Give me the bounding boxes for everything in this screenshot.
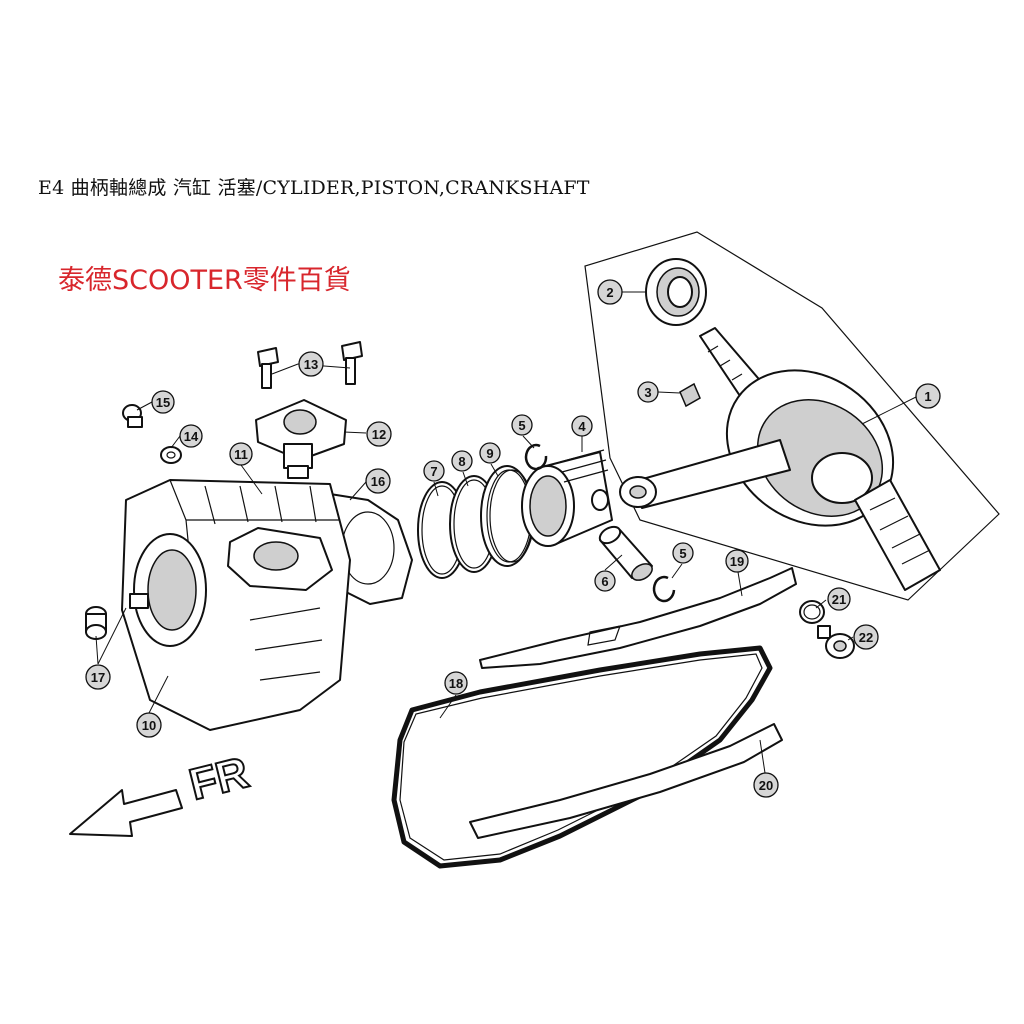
piston-part xyxy=(521,449,613,547)
callout-14: 14 xyxy=(179,424,203,448)
svg-text:7: 7 xyxy=(430,464,437,479)
bolts-part xyxy=(257,341,363,389)
svg-text:19: 19 xyxy=(730,554,744,569)
callout-11: 11 xyxy=(229,442,253,466)
svg-text:12: 12 xyxy=(372,427,386,442)
svg-text:6: 6 xyxy=(601,574,608,589)
callout-21: 21 xyxy=(827,587,851,611)
svg-text:22: 22 xyxy=(859,630,873,645)
woodruff-key-part xyxy=(679,382,701,408)
callout-18: 18 xyxy=(444,671,468,695)
front-direction-label: FR xyxy=(185,748,254,810)
sealing-bolt-part xyxy=(817,625,855,659)
svg-text:14: 14 xyxy=(184,429,199,444)
leader-lines xyxy=(95,291,919,774)
piston-pin-part xyxy=(598,525,653,581)
dowel-pin-part xyxy=(85,606,107,640)
callout-17: 17 xyxy=(85,664,111,690)
callout-1: 1 xyxy=(915,383,941,409)
bearing-part xyxy=(645,258,707,326)
piston-clip-part xyxy=(524,443,548,471)
callout-10: 10 xyxy=(136,712,162,738)
shop-watermark: 泰德SCOOTER零件百貨 xyxy=(58,265,351,296)
washer-part xyxy=(160,446,182,464)
cylinder-part xyxy=(121,479,351,731)
callout-13: 13 xyxy=(298,351,324,377)
callout-5-lower: 5 xyxy=(672,542,694,564)
front-direction-arrow xyxy=(69,789,183,837)
diagram-title: E4 曲柄軸總成 汽缸 活塞/CYLIDER,PISTON,CRANKSHAFT xyxy=(38,177,590,199)
svg-text:15: 15 xyxy=(156,395,170,410)
callout-6: 6 xyxy=(594,570,616,592)
callout-12: 12 xyxy=(366,421,392,447)
svg-text:18: 18 xyxy=(449,676,463,691)
tensioner-part xyxy=(255,399,347,479)
svg-text:10: 10 xyxy=(142,718,156,733)
callout-8: 8 xyxy=(451,450,473,472)
crankshaft-group-outline xyxy=(584,231,1000,601)
svg-text:21: 21 xyxy=(832,592,846,607)
svg-text:8: 8 xyxy=(458,454,465,469)
svg-text:5: 5 xyxy=(518,418,525,433)
callout-16: 16 xyxy=(365,468,391,494)
cam-chain-part xyxy=(391,645,773,869)
callout-20: 20 xyxy=(753,772,779,798)
crankshaft-part xyxy=(619,327,941,591)
svg-text:1: 1 xyxy=(924,389,931,404)
svg-text:13: 13 xyxy=(304,357,318,372)
svg-text:11: 11 xyxy=(234,447,248,462)
callout-22: 22 xyxy=(853,624,879,650)
callout-4: 4 xyxy=(571,415,593,437)
callout-9: 9 xyxy=(479,442,501,464)
callout-7: 7 xyxy=(423,460,445,482)
small-bolt-part xyxy=(122,404,143,428)
svg-text:4: 4 xyxy=(578,419,586,434)
svg-text:16: 16 xyxy=(371,474,385,489)
svg-text:20: 20 xyxy=(759,778,773,793)
svg-text:17: 17 xyxy=(91,670,105,685)
callout-15: 15 xyxy=(151,390,175,414)
svg-text:9: 9 xyxy=(486,446,493,461)
callout-2: 2 xyxy=(597,279,623,305)
svg-text:2: 2 xyxy=(606,285,613,300)
chain-guide-part xyxy=(469,723,783,839)
svg-text:3: 3 xyxy=(644,385,651,400)
svg-text:5: 5 xyxy=(679,546,686,561)
chain-tensioner-guide-part xyxy=(479,567,797,669)
callout-19: 19 xyxy=(725,549,749,573)
callout-3: 3 xyxy=(637,381,659,403)
callout-5-upper: 5 xyxy=(511,414,533,436)
piston-clip-part-2 xyxy=(652,575,676,603)
